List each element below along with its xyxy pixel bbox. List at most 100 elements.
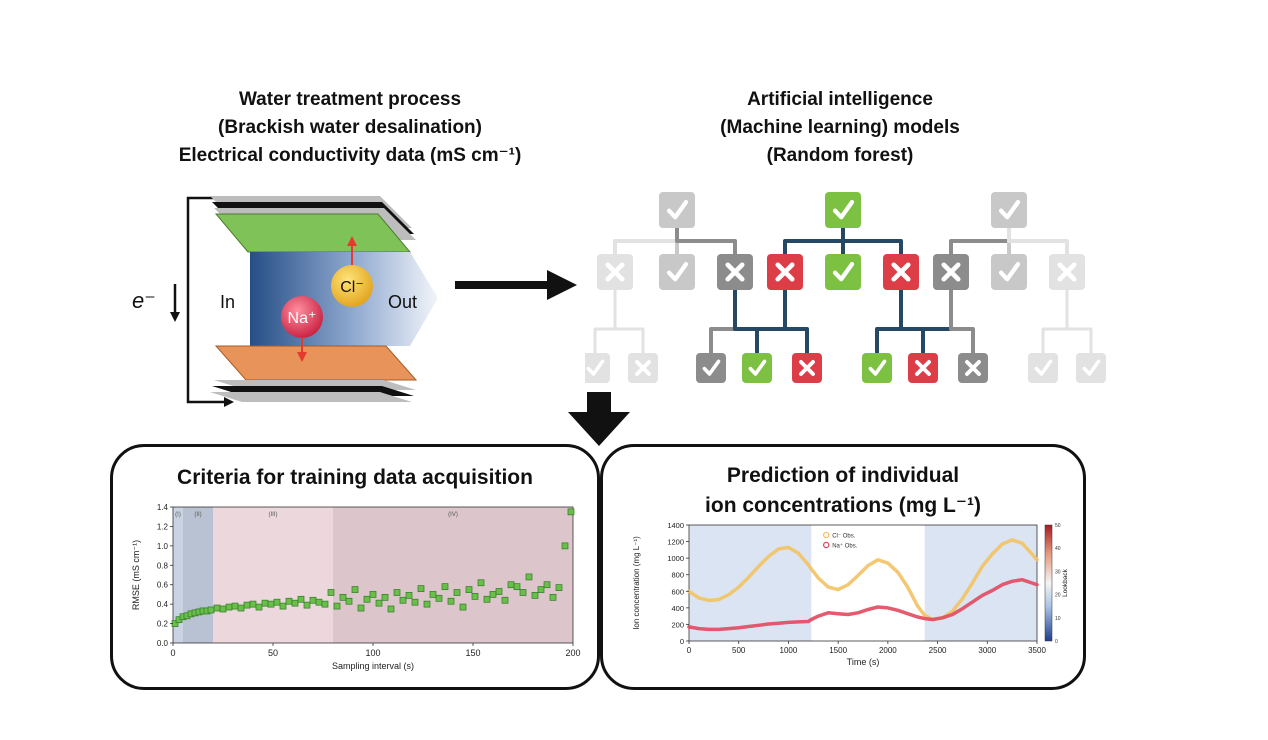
training-criteria-panel: Criteria for training data acquisition (… [110,444,600,690]
chloride-series-line [687,538,1039,622]
data-point [261,599,269,607]
data-point [249,600,257,608]
data-point [393,589,401,596]
y-tick-label: 1.4 [157,503,169,512]
check-node-icon [696,353,726,383]
region-label: (I) [175,512,181,518]
data-point [225,603,233,611]
sodium-series-line [687,577,1039,632]
legend-marker [822,541,830,549]
shaded-region [924,525,1037,641]
data-point [345,597,353,605]
data-point [549,593,557,601]
data-point [477,579,485,587]
cross-node-icon [958,353,988,383]
colorbar-tick-label: 30 [1055,569,1061,575]
data-point [459,603,467,611]
tree-branch [783,290,809,368]
y-tick-label: 0.8 [157,561,169,570]
data-point [417,585,425,592]
data-point [351,586,359,593]
colorbar-tick-label: 40 [1055,546,1061,552]
x-tick-label: 200 [565,648,580,658]
data-point [501,596,509,604]
cross-node-icon [767,254,803,290]
data-point [411,598,419,606]
data-point [495,588,503,595]
data-point [465,586,473,593]
process-title: Water treatment process (Brackish water … [150,86,550,170]
tree-branch [613,290,645,368]
legend-marker [822,531,830,539]
check-node-icon [991,254,1027,290]
region-label: (II) [194,512,201,518]
data-point [543,581,551,589]
check-node-icon [1028,353,1058,383]
y-axis-label: RMSE (mS cm⁻¹) [131,540,141,610]
cross-node-icon [597,254,633,290]
colorbar-tick-label: 0 [1055,639,1058,645]
cross-node-icon [628,353,658,383]
data-point [405,592,413,599]
data-point [213,604,221,612]
cross-node-icon [792,353,822,383]
data-point [483,595,491,603]
data-point [513,583,521,591]
region-4 [333,507,573,643]
data-point [453,589,461,596]
bottom-electrode [210,345,418,402]
x-tick-label: 50 [268,648,278,658]
x-tick-label: 2000 [879,646,897,655]
desalination-cell-diagram: e⁻ In Out Cl⁻ Na⁺ [132,196,438,407]
y-tick-label: 1200 [667,538,684,547]
ai-title-line-3: (Random forest) [766,145,914,166]
data-point [471,593,479,600]
x-tick-label: 1000 [780,646,798,655]
y-tick-label: 1400 [667,521,684,530]
data-point [255,603,263,611]
region-2 [183,507,213,643]
legend-label: Cl⁻ Obs. [832,534,856,540]
data-point [507,581,515,589]
data-point [285,597,293,605]
data-point [399,596,407,604]
x-tick-label: 0 [170,648,175,658]
data-point [489,591,497,598]
ai-title-line-2: (Machine learning) models [720,117,960,138]
data-point [447,597,455,605]
colorbar-label: Lookback [1062,568,1069,597]
x-tick-label: 500 [732,646,746,655]
y-tick-label: 0 [680,637,684,646]
data-point [519,589,527,596]
prediction-title: Prediction of individual ion concentrati… [603,461,1083,521]
x-tick-label: 150 [465,648,480,658]
y-tick-label: 800 [671,571,684,580]
y-tick-label: 400 [671,604,684,613]
x-tick-label: 1500 [829,646,847,655]
region-label: (IV) [448,512,458,518]
data-point [525,573,533,581]
y-tick-label: 1000 [667,554,684,563]
data-point [531,592,539,599]
data-point [279,602,287,610]
x-tick-label: 0 [687,646,692,655]
x-axis-label: Sampling interval (s) [332,661,414,671]
ai-title: Artificial intelligence (Machine learnin… [660,86,1020,170]
data-point [381,593,389,601]
y-tick-label: 600 [671,587,684,596]
region-3 [213,507,333,643]
data-point [243,601,251,609]
colorbar-tick-label: 10 [1055,616,1061,622]
region-label: (III) [269,512,278,518]
y-tick-label: 0.0 [157,639,169,648]
chloride-label: Cl⁻ [340,279,364,296]
check-node-icon [659,192,695,228]
data-point [339,593,347,601]
external-circuit-wire [186,196,234,407]
y-tick-label: 200 [671,620,684,629]
y-tick-label: 1.2 [157,522,169,531]
cross-node-icon [908,353,938,383]
right-arrow-icon [455,270,577,300]
y-tick-label: 1.0 [157,542,169,551]
